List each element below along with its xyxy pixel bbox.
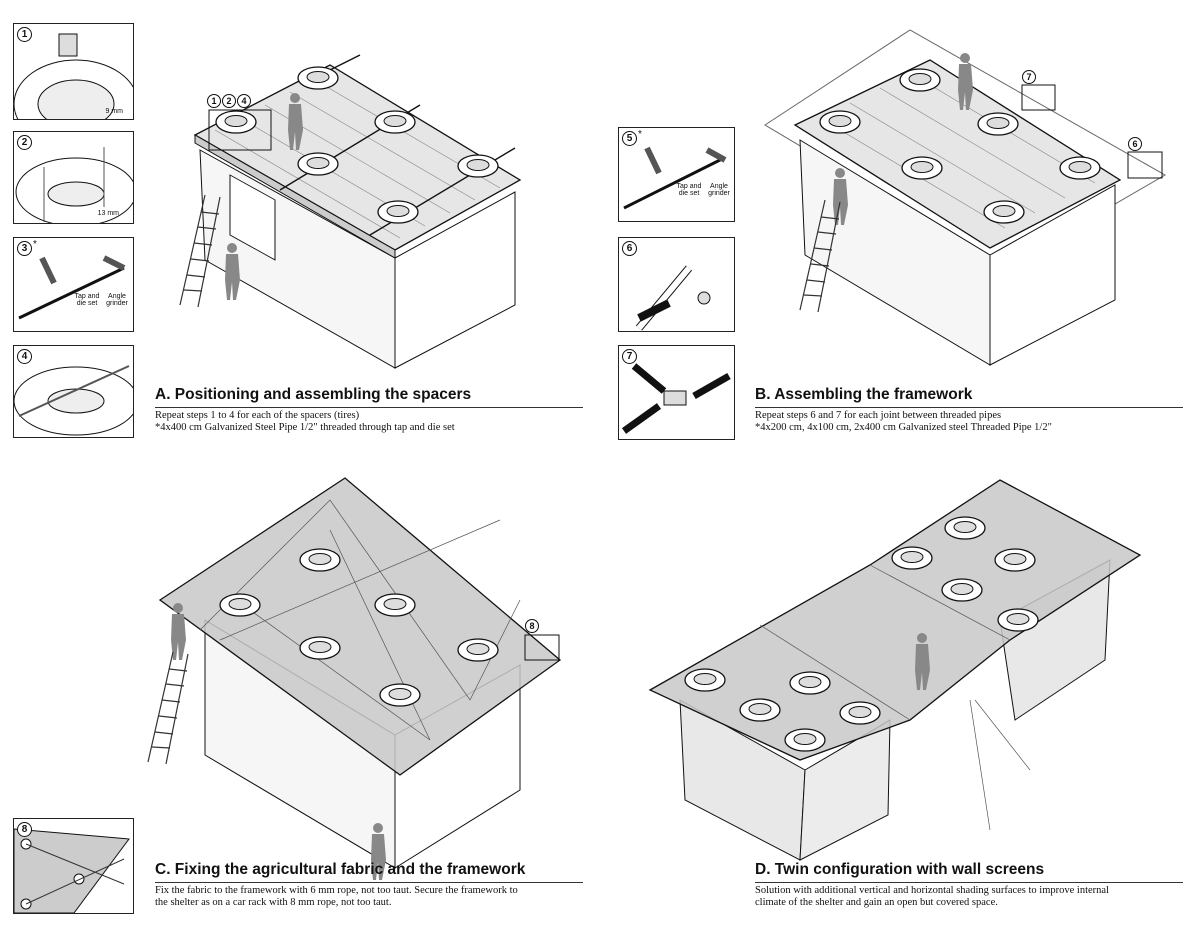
shelter-b-illustration (764, 29, 1167, 366)
tool-label: Angle grinder (106, 293, 128, 307)
caption-line: Repeat steps 1 to 4 for each of the spac… (155, 410, 360, 421)
callout-num: 7 (1022, 70, 1036, 84)
shelter-a-illustration (179, 54, 522, 369)
drill-size-label: 9 mm (105, 108, 124, 115)
pipe-tee-illustration (621, 363, 731, 434)
step-number: 5 (622, 131, 637, 146)
step-5-panel: 5 * Tap and die set Angle grinder (618, 127, 735, 222)
step-number: 8 (17, 822, 32, 837)
caption-line: Solution with additional vertical and ho… (755, 885, 1109, 896)
step-number: 6 (622, 241, 637, 256)
step-number: 7 (622, 349, 637, 364)
tire-bolts-illustration (15, 147, 133, 223)
pipe-elbow-illustration (635, 265, 711, 331)
caption-c: C. Fixing the agricultural fabric and th… (155, 860, 583, 908)
section-title: D. Twin configuration with wall screens (755, 860, 1183, 883)
callout-b-6: 6 (1128, 137, 1143, 151)
callout-c-8: 8 (525, 619, 540, 633)
tool-label: Tap and die set (74, 293, 100, 307)
asterisk: * (638, 129, 642, 140)
section-title: A. Positioning and assembling the spacer… (155, 385, 583, 408)
step-1-panel: 1 9 mm (13, 23, 134, 120)
caption-line: *4x400 cm Galvanized Steel Pipe 1/2" thr… (155, 421, 455, 433)
shelter-d-illustration (648, 479, 1142, 861)
step-3-panel: 3 * Tap and die set Angle grinder (13, 237, 134, 332)
caption-line: *4x200 cm, 4x100 cm, 2x400 cm Galvanized… (755, 421, 1052, 433)
tool-label: Angle grinder (708, 183, 730, 197)
tool-label: Tap and die set (676, 183, 702, 197)
step-8-panel: 8 (13, 818, 134, 914)
step-6-panel: 6 (618, 237, 735, 332)
step-4-panel: 4 (13, 345, 134, 438)
pipe-threading-illustration (18, 255, 126, 320)
fabric-corner-illustration (14, 828, 130, 913)
step-number: 2 (17, 135, 32, 150)
step-number: 3 (17, 241, 32, 256)
caption-d: D. Twin configuration with wall screens … (755, 860, 1183, 908)
shelter-c-illustration (147, 477, 562, 880)
caption-line: Fix the fabric to the framework with 6 m… (155, 885, 518, 896)
callout-num: 8 (525, 619, 539, 633)
caption-line: Repeat steps 6 and 7 for each joint betw… (755, 410, 1002, 421)
step-2-panel: 2 13 mm (13, 131, 134, 224)
tire-drill-illustration (14, 33, 133, 119)
callout-num: 6 (1128, 137, 1142, 151)
pipe-threading-illustration (623, 146, 727, 210)
step-7-panel: 7 (618, 345, 735, 440)
caption-a: A. Positioning and assembling the spacer… (155, 385, 583, 433)
step-number: 1 (17, 27, 32, 42)
section-title: B. Assembling the framework (755, 385, 1183, 408)
section-title: C. Fixing the agricultural fabric and th… (155, 860, 583, 883)
caption-line: climate of the shelter and gain an open … (755, 896, 998, 908)
asterisk: * (33, 239, 37, 250)
wrench-size-label: 13 mm (97, 210, 119, 217)
callout-b-7: 7 (1022, 70, 1037, 84)
caption-b: B. Assembling the framework Repeat steps… (755, 385, 1183, 433)
callout-num: 1 (207, 94, 221, 108)
caption-line: the shelter as on a car rack with 8 mm r… (155, 896, 392, 908)
callout-num: 2 (222, 94, 236, 108)
tire-pipe-illustration (14, 365, 133, 436)
callout-num: 4 (237, 94, 251, 108)
step-number: 4 (17, 349, 32, 364)
